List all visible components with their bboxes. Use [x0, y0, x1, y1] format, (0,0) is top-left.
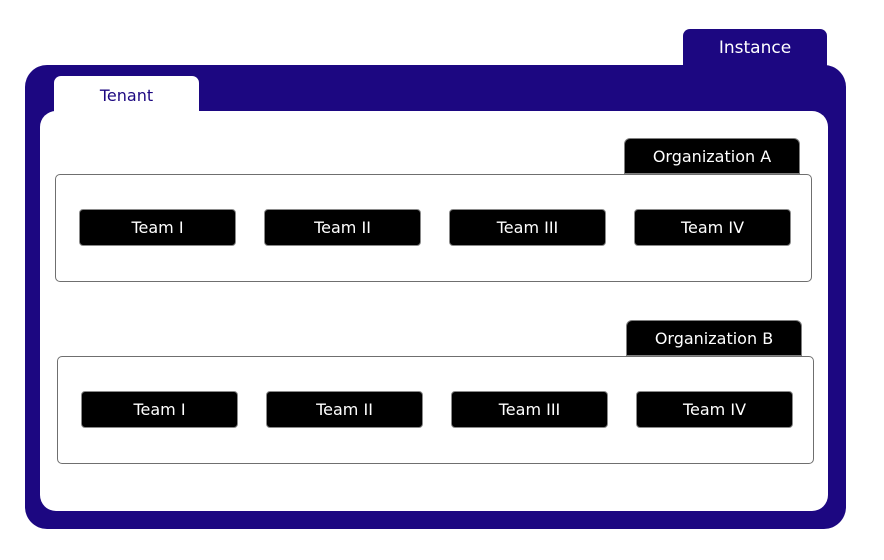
- team-label: Team II: [314, 218, 371, 237]
- team-label: Team II: [316, 400, 373, 419]
- instance-label: Instance: [718, 38, 792, 58]
- organization-a-tab: Organization A: [624, 138, 800, 174]
- org-b-team-4: Team IV: [636, 391, 793, 428]
- org-b-team-1: Team I: [81, 391, 238, 428]
- organization-b-label: Organization B: [654, 329, 774, 348]
- org-a-team-2: Team II: [264, 209, 421, 246]
- org-a-team-1: Team I: [79, 209, 236, 246]
- tenant-tab: Tenant: [54, 76, 199, 116]
- org-b-team-2: Team II: [266, 391, 423, 428]
- org-a-team-4: Team IV: [634, 209, 791, 246]
- team-label: Team III: [496, 218, 559, 237]
- organization-a-label: Organization A: [652, 147, 772, 166]
- tenant-label: Tenant: [99, 86, 154, 105]
- team-label: Team III: [498, 400, 561, 419]
- org-a-team-3: Team III: [449, 209, 606, 246]
- team-label: Team IV: [680, 218, 745, 237]
- team-label: Team IV: [682, 400, 747, 419]
- team-label: Team I: [133, 400, 186, 419]
- organization-b-tab: Organization B: [626, 320, 802, 356]
- team-label: Team I: [131, 218, 184, 237]
- org-b-team-3: Team III: [451, 391, 608, 428]
